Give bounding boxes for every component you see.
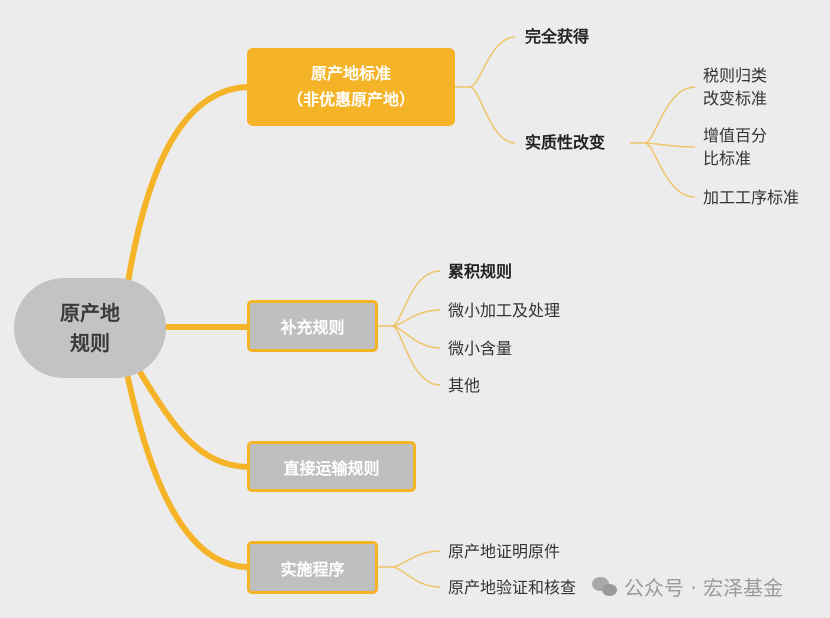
node-substantial-transformation[interactable]: 实质性改变 [525, 133, 606, 152]
node-minimal-processing[interactable]: 微小加工及处理 [448, 301, 561, 320]
node-other[interactable]: 其他 [448, 376, 481, 395]
node-tariff-shift[interactable]: 税则归类改变标准 [703, 64, 767, 110]
root-node[interactable]: 原产地规则 [14, 278, 166, 378]
node-value-added[interactable]: 增值百分比标准 [703, 124, 767, 170]
label: 税则归类 [703, 66, 768, 85]
root-label-2: 规则 [70, 331, 110, 355]
node-verification[interactable]: 原产地验证和核查 [448, 578, 577, 597]
node-direct-transport[interactable]: 直接运输规则 [247, 441, 416, 492]
root-label-1: 原产地 [60, 301, 120, 325]
watermark-text: 公众号 · 宏泽基金 [624, 576, 784, 600]
label: 实施程序 [280, 559, 345, 579]
node-certificate-original[interactable]: 原产地证明原件 [448, 542, 561, 561]
label: 原产地标准 [310, 64, 391, 83]
label: 增值百分 [703, 126, 768, 145]
node-supplementary-rules[interactable]: 补充规则 [247, 300, 378, 352]
label: 补充规则 [280, 318, 345, 337]
connector-root-standard [125, 84, 250, 285]
node-procedures[interactable]: 实施程序 [247, 541, 378, 594]
node-wholly-obtained[interactable]: 完全获得 [525, 27, 590, 46]
label: 比标准 [703, 149, 752, 168]
connector-root-procedure [125, 375, 250, 570]
node-processing-operation[interactable]: 加工工序标准 [703, 188, 800, 207]
node-origin-standard[interactable]: 原产地标准 （非优惠原产地） [247, 48, 455, 126]
label: （非优惠原产地） [286, 90, 415, 109]
label: 改变标准 [703, 89, 768, 108]
label: 直接运输规则 [283, 458, 380, 478]
connector-root-transport [137, 369, 250, 470]
node-cumulation[interactable]: 累积规则 [448, 262, 513, 281]
node-de-minimis[interactable]: 微小含量 [448, 339, 513, 358]
wechat-icon [592, 576, 618, 597]
watermark: 公众号 · 宏泽基金 [592, 572, 783, 601]
